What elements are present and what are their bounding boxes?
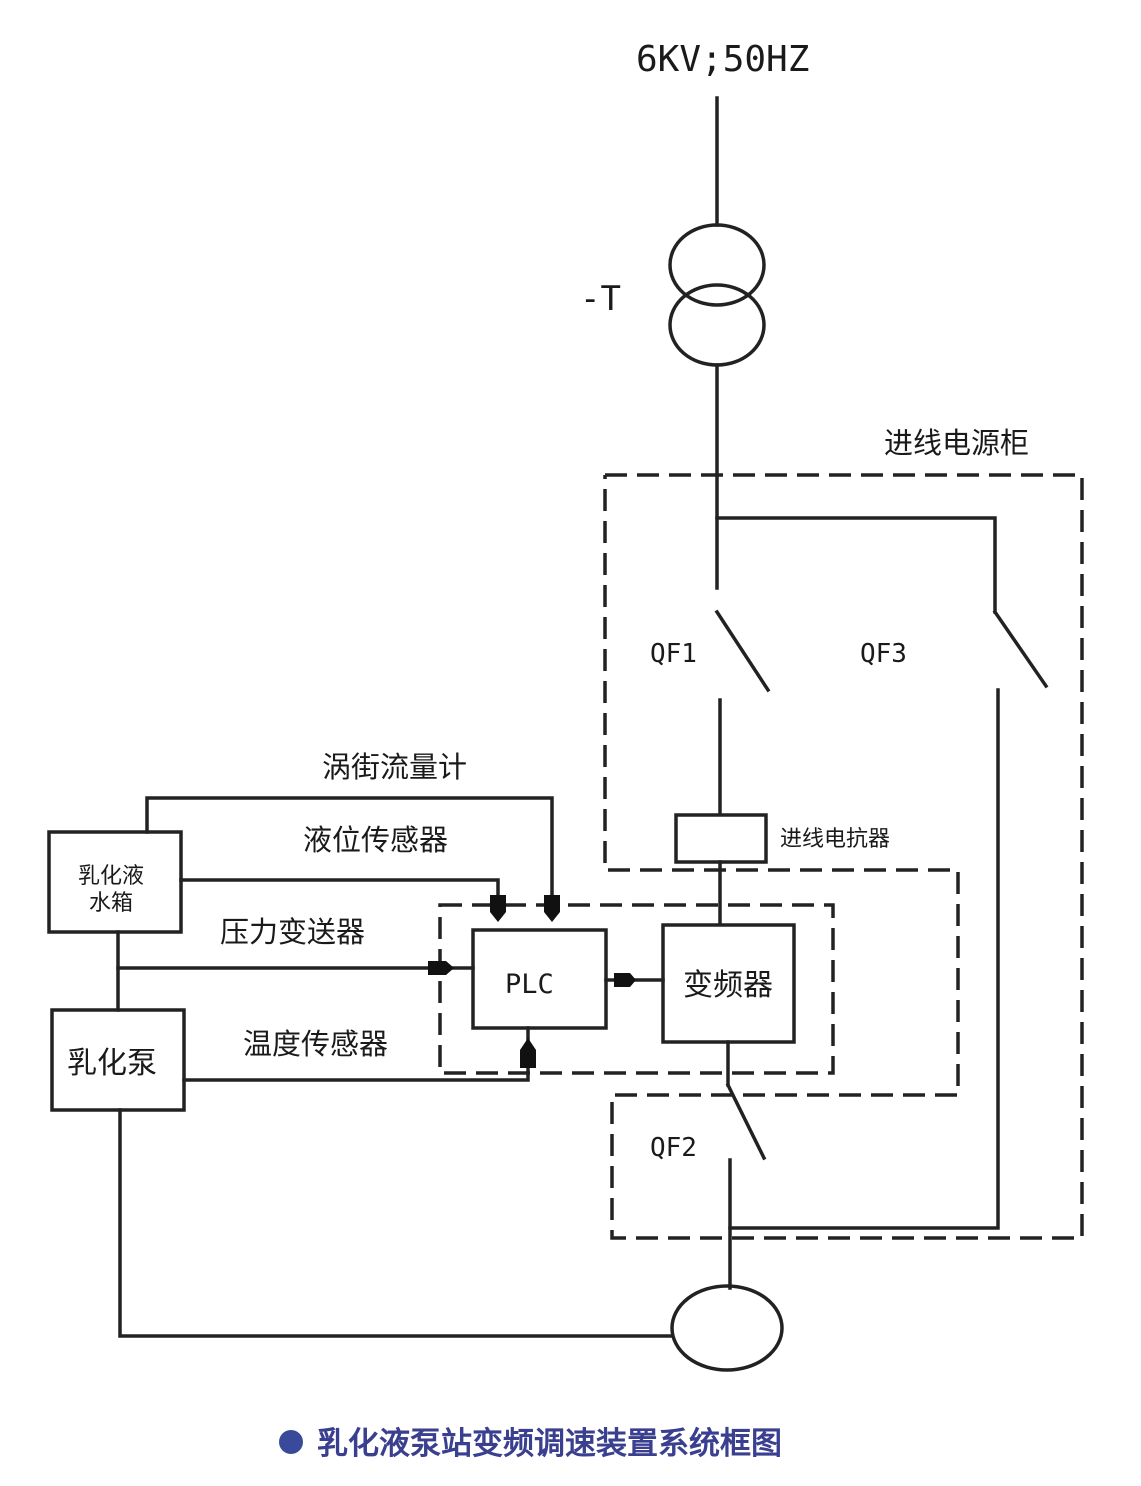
plc-label: PLC <box>505 969 554 1000</box>
inverter-box <box>661 923 796 1044</box>
plc-inverter-arrow <box>614 973 636 987</box>
pump-motor-link <box>118 1108 674 1338</box>
flowmeter-arrow <box>544 895 560 922</box>
qf3-branch-line <box>715 516 997 614</box>
diagram-caption: 乳化液泵站变频调速装置系统框图 <box>317 1426 782 1462</box>
incoming-cabinet-enclosure <box>603 473 1084 1240</box>
pump-label: 乳化泵 <box>67 1046 157 1081</box>
emulsion-tank-box <box>47 830 183 934</box>
motor-symbol <box>670 1284 784 1372</box>
supply-label: 6KV;50HZ <box>636 39 809 80</box>
temperature-arrow <box>520 1038 536 1068</box>
pressure-transmitter-label: 压力变送器 <box>220 915 365 949</box>
qf3-bypass-line <box>728 688 1000 1230</box>
qf3-label: QF3 <box>860 639 907 669</box>
level-sensor-label: 液位传感器 <box>303 823 448 857</box>
flowmeter-signal-line <box>145 796 554 907</box>
tank-label-line2: 水箱 <box>89 891 133 916</box>
qf1-switch-blade <box>714 609 771 693</box>
qf1-label: QF1 <box>650 639 697 669</box>
tank-label-line1: 乳化液 <box>78 864 144 889</box>
flowmeter-label: 涡街流量计 <box>322 750 467 784</box>
transformer-secondary-coil <box>668 283 766 367</box>
level-arrow <box>490 895 506 922</box>
control-enclosure <box>438 903 835 1075</box>
qf2-switch-blade <box>725 1082 767 1161</box>
level-signal-line <box>179 878 500 907</box>
qf3-switch-blade <box>992 609 1049 689</box>
qf2-label: QF2 <box>650 1133 697 1163</box>
transformer-label: -T <box>580 279 621 319</box>
emulsion-pump-box <box>50 1008 186 1112</box>
caption-bullet-icon <box>279 1430 303 1454</box>
incoming-cabinet-label: 进线电源柜 <box>884 426 1029 460</box>
transformer-primary-coil <box>668 223 766 307</box>
reactor-label: 进线电抗器 <box>780 827 890 852</box>
inverter-label: 变频器 <box>683 968 773 1003</box>
incoming-reactor-box <box>674 813 768 864</box>
temperature-sensor-label: 温度传感器 <box>243 1027 388 1061</box>
pressure-arrow <box>428 961 454 975</box>
